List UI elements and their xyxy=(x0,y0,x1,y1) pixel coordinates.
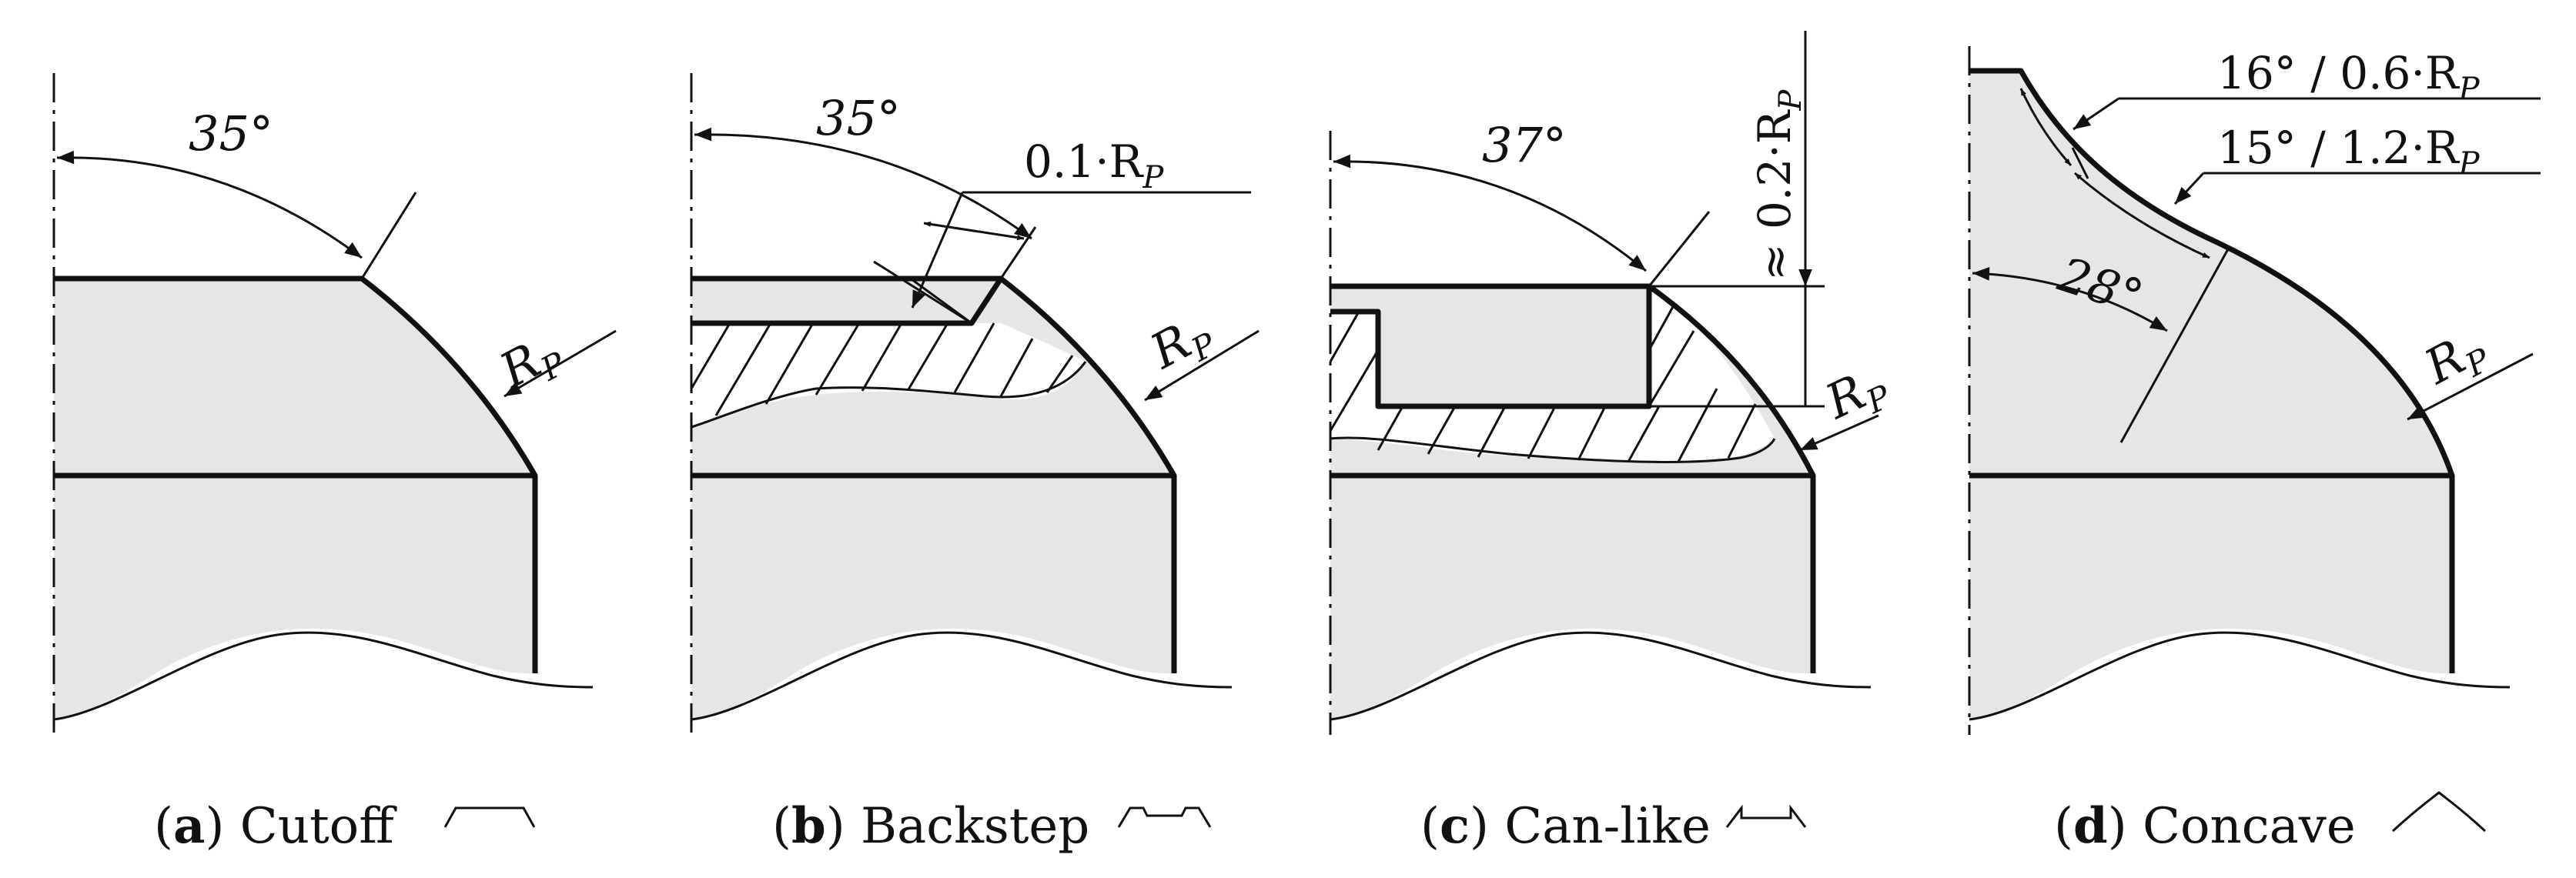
angle-label: 35° xyxy=(816,90,901,146)
nose-outline xyxy=(999,276,1177,673)
step-ext-line-3 xyxy=(873,260,972,325)
radius-leader xyxy=(1799,414,1879,452)
break-line xyxy=(691,631,1233,721)
core-outline xyxy=(691,361,1087,429)
angle-extension-line xyxy=(1648,211,1711,287)
projectile-body xyxy=(54,279,535,719)
can-like-shape-icon xyxy=(1725,804,1807,828)
radius-label: RP xyxy=(490,322,572,405)
angle-dimension-arc xyxy=(694,127,1032,240)
radius-leader xyxy=(1144,329,1260,402)
step-leader xyxy=(911,192,964,309)
nose-outline xyxy=(54,275,538,673)
break-line xyxy=(1330,631,1872,721)
nose-outline xyxy=(1647,284,1816,673)
upper-leader xyxy=(2073,97,2119,131)
panel-b-backstep: 35° 0.1·RP RP (b) Backstep xyxy=(690,73,1260,855)
upper-segment-label: 16° / 0.6·RP xyxy=(2217,47,2481,107)
angle-extension-line xyxy=(360,192,417,279)
panel-d-concave: 16° / 0.6·RP 15° / 1.2·RP 28° RP (d) Con… xyxy=(1968,46,2541,855)
step-dimension xyxy=(923,221,1025,241)
radius-label: RP xyxy=(1141,302,1223,386)
concave-shape-icon xyxy=(2391,791,2487,833)
step-label: 0.1·RP xyxy=(1024,135,1164,195)
hatch-pattern xyxy=(690,322,1074,416)
depth-label: ≈ 0.2·RP xyxy=(1748,89,1808,281)
can-outline xyxy=(1330,283,1652,409)
cutoff-shape-icon xyxy=(443,806,536,828)
backstep-outline xyxy=(691,275,1004,326)
caption-d: (d) Concave xyxy=(2054,797,2356,855)
angle-label: 37° xyxy=(1482,117,1567,173)
caption-b: (b) Backstep xyxy=(772,797,1089,855)
angle-dimension-arc xyxy=(56,150,363,259)
radius-label: RP xyxy=(2415,318,2497,401)
break-line xyxy=(1969,631,2511,721)
caption-a: (a) Cutoff xyxy=(154,797,397,855)
lower-segment-label: 15° / 1.2·RP xyxy=(2217,122,2481,182)
cavity-bottom-outline xyxy=(1330,436,1776,463)
radius-leader xyxy=(2407,352,2534,421)
step-ext-line-1 xyxy=(999,226,1037,279)
panel-a-cutoff: 35° RP (a) Cutoff xyxy=(52,73,617,855)
hatch-pattern xyxy=(1329,303,1757,462)
can-wall-inner xyxy=(1378,286,1649,406)
lower-leader xyxy=(2173,172,2205,205)
panel-c-can-like: 37° ≈ 0.2·RP RP (c) Can-like xyxy=(1329,31,1897,855)
angle-dimension-arc xyxy=(1333,154,1647,272)
caption-c: (c) Can-like xyxy=(1420,797,1711,855)
angle-label: 35° xyxy=(189,105,273,162)
break-line xyxy=(53,631,594,721)
radius-leader xyxy=(503,329,617,398)
can-cavity xyxy=(1330,286,1775,463)
upper-segment-dimension xyxy=(2019,88,2073,166)
tick-mark xyxy=(2071,147,2089,179)
tangent-extension-line xyxy=(2119,247,2230,443)
angle-dimension-arc xyxy=(1972,267,2168,332)
lower-segment-dimension xyxy=(2074,172,2210,259)
inner-core xyxy=(691,323,1086,427)
backstep-shape-icon xyxy=(1117,806,1212,828)
